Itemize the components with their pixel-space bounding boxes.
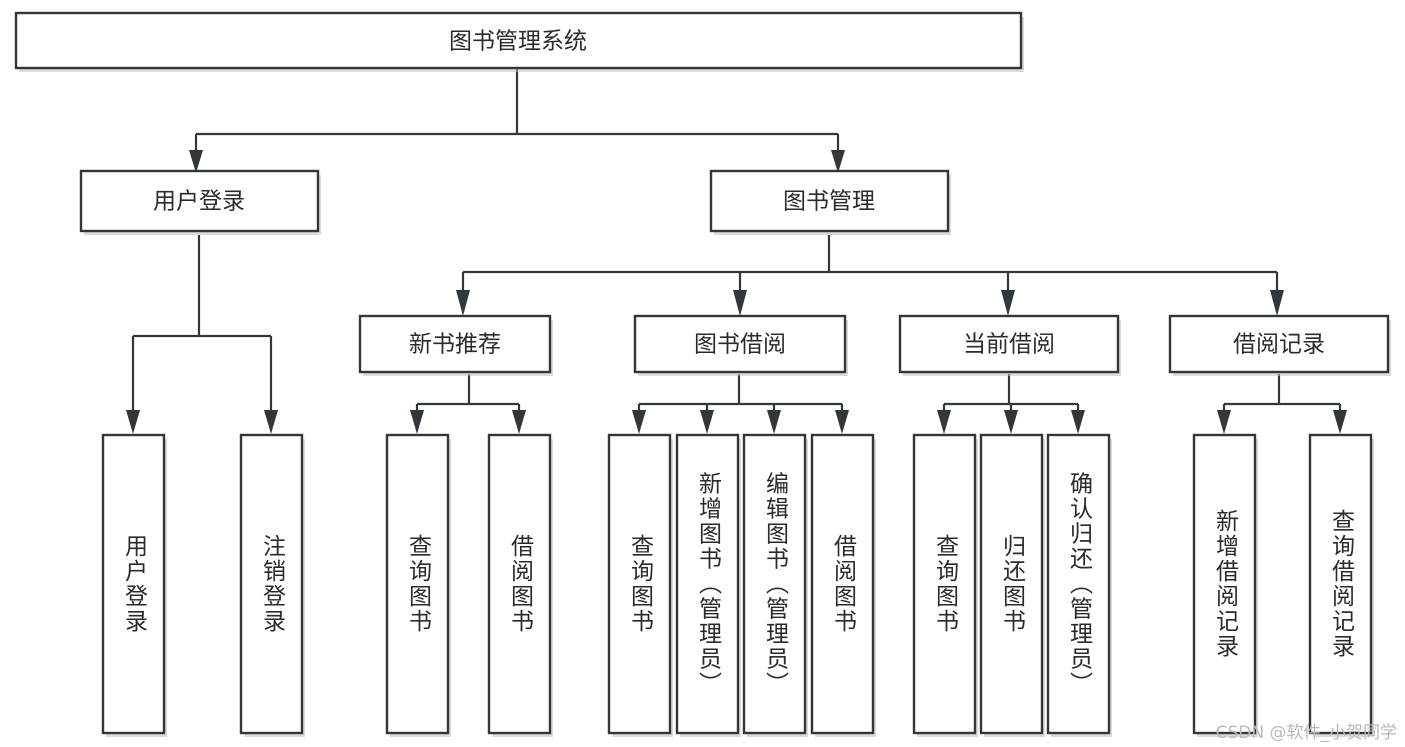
- arrow-to-leaf-query-book-1: [410, 410, 424, 434]
- node-book-borrow-box: [633, 314, 847, 374]
- arrow-to-user-login: [189, 150, 203, 173]
- leaf-borrow-book-new-box: [487, 433, 552, 735]
- arrow-to-leaf-logout: [264, 410, 278, 434]
- arrow-to-current-borrow: [1001, 290, 1015, 316]
- leaf-edit-book-label: 编辑图书（管理员）: [762, 472, 790, 697]
- node-book-manage-box: [709, 169, 950, 233]
- leaf-query-book-new-label: 查询图书: [405, 534, 433, 634]
- leaf-add-book[interactable]: 新增图书（管理员）: [675, 433, 741, 737]
- node-current-borrow-box: [898, 314, 1120, 374]
- leaf-query-record[interactable]: 查询借阅记录: [1308, 433, 1374, 737]
- arrow-to-leaf-query-book-2: [632, 410, 646, 434]
- node-user-login[interactable]: 用户登录: [79, 169, 321, 235]
- arrow-to-leaf-confirm-return: [1071, 410, 1085, 434]
- leaf-borrow-book-borrow-label: 借阅图书: [830, 534, 858, 634]
- leaf-return-book-box: [979, 433, 1044, 735]
- arrow-to-borrow-records: [1270, 290, 1284, 316]
- leaf-edit-book-box: [742, 433, 807, 735]
- node-borrow-records[interactable]: 借阅记录: [1168, 314, 1391, 376]
- arrow-to-leaf-query-book-3: [937, 410, 951, 434]
- leaf-query-book-new[interactable]: 查询图书: [385, 433, 451, 737]
- node-book-manage-label: 图书管理: [783, 189, 875, 215]
- arrow-to-leaf-borrow-book-1: [512, 410, 526, 434]
- node-borrow-records-box: [1168, 314, 1390, 374]
- connector-user-login-trunk: [131, 235, 273, 412]
- arrow-to-book-manage: [831, 150, 845, 173]
- arrow-to-leaf-add-record: [1217, 410, 1231, 434]
- node-current-borrow[interactable]: 当前借阅: [898, 314, 1121, 376]
- node-book-manage[interactable]: 图书管理: [709, 169, 951, 235]
- leaf-return-book-label: 归还图书: [999, 534, 1027, 634]
- leaf-confirm-return-label: 确认归还（管理员）: [1066, 472, 1094, 697]
- leaf-add-record-label: 新增借阅记录: [1212, 509, 1240, 659]
- leaf-borrow-book-new-label: 借阅图书: [507, 534, 535, 634]
- leaf-query-book-current-label: 查询图书: [932, 534, 960, 634]
- node-new-book-label: 新书推荐: [409, 332, 501, 358]
- arrow-to-leaf-borrow-book-2: [835, 410, 849, 434]
- node-root-box: [14, 11, 1023, 70]
- node-user-login-box: [79, 169, 320, 233]
- leaf-query-book-current[interactable]: 查询图书: [912, 433, 978, 737]
- node-new-book-box: [358, 314, 552, 374]
- leaf-borrow-book-borrow[interactable]: 借阅图书: [810, 433, 876, 737]
- connector-layer: [126, 69, 1347, 434]
- connector-book-manage-trunk: [461, 235, 1279, 290]
- leaf-borrow-book-borrow-box: [810, 433, 875, 735]
- node-new-book[interactable]: 新书推荐: [358, 314, 553, 376]
- arrow-to-new-book: [456, 290, 470, 316]
- leaf-logout[interactable]: 注销登录: [239, 433, 305, 737]
- leaf-query-record-label: 查询借阅记录: [1328, 509, 1356, 659]
- leaf-query-book-borrow[interactable]: 查询图书: [607, 433, 673, 737]
- connector-current-borrow-trunk: [942, 374, 1080, 414]
- leaf-confirm-return-box: [1046, 433, 1111, 735]
- leaf-borrow-book-new[interactable]: 借阅图书: [487, 433, 553, 737]
- node-borrow-records-label: 借阅记录: [1233, 332, 1325, 358]
- node-current-borrow-label: 当前借阅: [963, 332, 1055, 358]
- leaf-add-book-label: 新增图书（管理员）: [695, 472, 723, 697]
- leaf-logout-label: 注销登录: [259, 534, 287, 634]
- node-user-login-label: 用户登录: [153, 189, 245, 215]
- leaf-add-record[interactable]: 新增借阅记录: [1192, 433, 1258, 737]
- arrow-to-leaf-user-login: [126, 410, 140, 434]
- leaf-user-login[interactable]: 用户登录: [101, 433, 167, 737]
- leaf-user-login-label: 用户登录: [121, 534, 149, 634]
- node-root-label: 图书管理系统: [449, 29, 587, 55]
- connector-book-borrow-trunk: [637, 374, 844, 414]
- leaf-logout-box: [239, 433, 304, 735]
- leaf-confirm-return[interactable]: 确认归还（管理员）: [1046, 433, 1112, 737]
- arrow-to-leaf-add-book: [700, 410, 714, 434]
- connector-new-book-trunk: [415, 374, 521, 414]
- leaf-query-book-new-box: [385, 433, 450, 735]
- leaf-query-record-box: [1308, 433, 1373, 735]
- leaf-add-record-box: [1192, 433, 1257, 735]
- leaf-query-book-borrow-box: [607, 433, 672, 735]
- node-book-borrow-label: 图书借阅: [694, 332, 786, 358]
- leaf-user-login-box: [101, 433, 166, 735]
- leaf-add-book-box: [675, 433, 740, 735]
- leaf-query-book-current-box: [912, 433, 977, 735]
- connector-borrow-records-trunk: [1222, 374, 1342, 414]
- leaf-edit-book[interactable]: 编辑图书（管理员）: [742, 433, 808, 737]
- arrow-to-leaf-return-book: [1004, 410, 1018, 434]
- arrow-to-leaf-query-record: [1333, 410, 1347, 434]
- arrow-to-leaf-edit-book: [767, 410, 781, 434]
- arrow-to-book-borrow: [733, 290, 747, 316]
- node-root[interactable]: 图书管理系统: [14, 11, 1024, 72]
- leaf-query-book-borrow-label: 查询图书: [627, 534, 655, 634]
- node-book-borrow[interactable]: 图书借阅: [633, 314, 848, 376]
- connector-root-trunk: [194, 69, 840, 162]
- leaf-return-book[interactable]: 归还图书: [979, 433, 1045, 737]
- watermark-text: CSDN @软件_小贺同学: [1215, 723, 1397, 743]
